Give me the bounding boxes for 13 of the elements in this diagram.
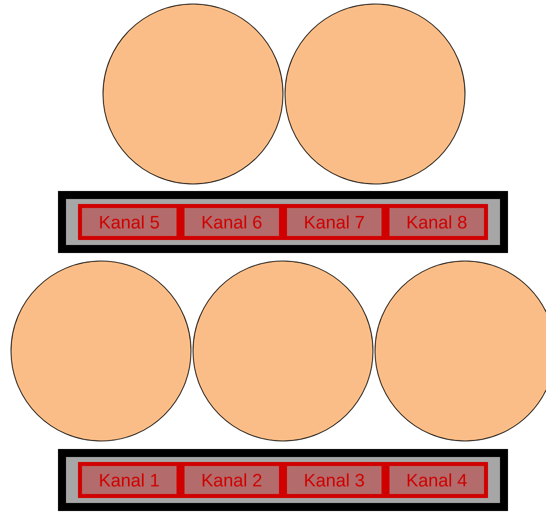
channel-box: Kanal 3 — [283, 462, 386, 498]
channel-box: Kanal 7 — [283, 204, 386, 240]
circle-shape — [10, 260, 192, 442]
channel-box: Kanal 6 — [180, 204, 283, 240]
channel-box: Kanal 1 — [78, 462, 180, 498]
channel-box: Kanal 8 — [386, 204, 488, 240]
circle-shape — [102, 4, 284, 184]
circle-shape — [284, 4, 466, 184]
channel-box: Kanal 2 — [180, 462, 283, 498]
channel-box: Kanal 5 — [78, 204, 180, 240]
circle-shape — [192, 260, 374, 442]
circle-shape — [374, 260, 546, 442]
channel-box: Kanal 4 — [386, 462, 488, 498]
